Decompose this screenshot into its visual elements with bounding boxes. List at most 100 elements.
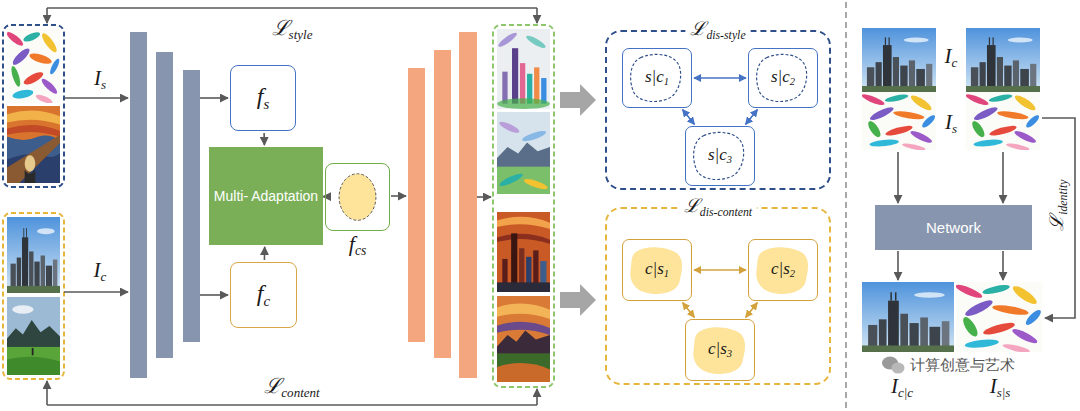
text-main: I	[945, 44, 952, 68]
text-subscript: c	[101, 270, 107, 285]
output-image	[497, 212, 550, 292]
decoder-layer	[408, 68, 425, 342]
loss-group: ℒdis-contentc|s1c|s2c|s3	[605, 207, 831, 385]
style-image	[964, 92, 1042, 152]
text-main: f	[257, 280, 264, 306]
text-subscript: c	[264, 293, 271, 309]
drawing-part	[536, 389, 538, 405]
text-main: ℒ	[264, 374, 281, 398]
content-image	[966, 28, 1040, 92]
decoder-layer	[434, 50, 451, 358]
node-label: s|c1	[645, 67, 669, 88]
blobdash-outline	[757, 54, 807, 101]
connector	[263, 133, 265, 145]
encoder-layer	[156, 52, 173, 358]
text-main: s|c	[708, 145, 727, 164]
content-cluster: c|s2	[748, 239, 818, 301]
fused-feature-box: fcs	[325, 163, 390, 231]
content-image	[7, 217, 60, 293]
text-subscript: dis-style	[706, 29, 745, 42]
output-image	[497, 29, 550, 109]
output-image	[862, 282, 954, 352]
style-cluster: s|c3	[685, 126, 755, 186]
node-label: ℒdis-style	[685, 18, 750, 42]
text-label: Is|s	[990, 374, 1011, 401]
style-image	[860, 92, 938, 152]
text-label: Ic	[94, 258, 107, 285]
connector	[746, 110, 758, 125]
text-label: Is	[945, 110, 957, 137]
text-main: I	[945, 110, 952, 134]
text-label: Ic	[945, 44, 958, 71]
text-main: f	[257, 83, 264, 109]
drawing-part	[47, 7, 537, 9]
style-cluster: s|c1	[622, 48, 692, 108]
blobdash-outline	[631, 54, 681, 101]
drawing-part	[200, 97, 228, 99]
text-main: ℒ	[690, 18, 706, 39]
drawing-part	[64, 291, 128, 293]
ellipse-shape	[326, 164, 389, 230]
content-image	[7, 297, 60, 375]
drawing-part	[892, 363, 905, 374]
node-label: fs	[257, 83, 269, 113]
node-label: c|s3	[708, 339, 732, 360]
style-group	[3, 25, 64, 187]
connector	[264, 247, 266, 260]
blobdash-outline	[694, 132, 744, 179]
connector	[683, 303, 695, 318]
drawing-part	[47, 404, 537, 406]
node-label: ℒdis-content	[679, 195, 757, 219]
drawing-part	[46, 381, 48, 405]
block-arrow	[560, 284, 596, 316]
drawing-part	[1002, 251, 1004, 280]
node-label: fcs	[349, 231, 366, 259]
content-cluster: c|s1	[622, 239, 692, 301]
loss-label: ℒidentity	[1047, 179, 1071, 230]
drawing-part	[200, 294, 228, 296]
node-label: c|s2	[771, 259, 795, 280]
text-subscript: 1	[664, 269, 669, 280]
text-main: c|s	[645, 259, 664, 278]
text-subscript: s	[101, 78, 106, 93]
text-label: 计算创意与艺术	[910, 356, 1015, 373]
drawing-part	[897, 251, 899, 280]
drawing-part	[391, 195, 406, 197]
text-subscript: s|s	[997, 386, 1011, 401]
text-subscript: cs	[355, 243, 366, 258]
text-subscript: c	[952, 56, 958, 71]
text-main: c|s	[708, 339, 727, 358]
connector	[746, 303, 758, 318]
text-main: I	[891, 374, 898, 398]
drawing-part	[536, 8, 538, 23]
text-subscript: 1	[664, 77, 669, 88]
style-image	[5, 29, 61, 105]
node-label: Network	[926, 219, 981, 236]
output-group	[493, 25, 554, 387]
feature-box: fc	[230, 262, 297, 328]
drawing-part	[1002, 152, 1004, 203]
loss-group: ℒdis-styles|c1s|c2s|c3	[605, 30, 831, 190]
adaptation-module: Multi- Adaptation	[209, 147, 323, 245]
connector	[683, 110, 695, 125]
node-label: s|c3	[708, 145, 732, 166]
text-main: s|c	[771, 67, 790, 86]
text-label: ℒcontent	[264, 374, 319, 401]
decoder-layer	[459, 32, 477, 378]
connector	[694, 77, 746, 79]
text-subscript: dis-content	[700, 206, 752, 219]
text-label: Ic|c	[891, 374, 913, 401]
content-image	[862, 28, 936, 92]
drawing-part	[64, 97, 128, 99]
output-image	[497, 112, 550, 194]
text-main: f	[349, 231, 355, 256]
text-subscript: 2	[790, 269, 795, 280]
text-label: ℒstyle	[272, 16, 313, 43]
encoder-layer	[130, 32, 147, 378]
blobfill-outline	[693, 327, 745, 374]
style-image	[7, 106, 60, 183]
drawing-part	[477, 196, 491, 198]
text-subscript: 3	[727, 349, 732, 360]
node-label: s|c2	[771, 67, 795, 88]
drawing-part	[46, 8, 48, 23]
